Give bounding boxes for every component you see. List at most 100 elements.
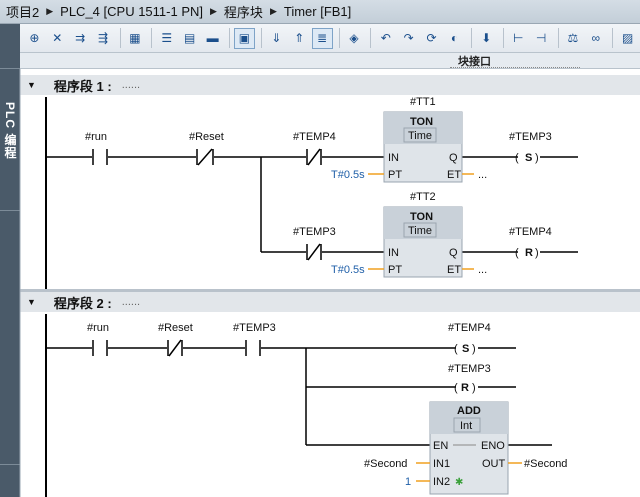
pin-eno: ENO — [481, 440, 505, 452]
svg-text:): ) — [535, 247, 539, 259]
branch-open-icon[interactable]: ⊢ — [512, 31, 524, 45]
contact-temp3-nc[interactable]: #TEMP3 — [293, 226, 336, 261]
coil-set-temp3[interactable]: #TEMP3 ( S ) — [509, 131, 552, 164]
contact-reset-nc[interactable]: #Reset — [189, 131, 224, 166]
breadcrumb-program-blocks[interactable]: 程序块 — [223, 5, 263, 20]
network-2-comment[interactable]: ...... — [121, 296, 141, 308]
timer-subtype: Time — [408, 130, 432, 142]
pin-en: EN — [433, 440, 448, 452]
toolbar-separator — [470, 28, 472, 48]
block-interface-band[interactable]: 块接口 — [20, 53, 640, 69]
coil-reset-temp3[interactable]: #TEMP3 ( R ) — [448, 363, 491, 394]
network-divider — [20, 289, 640, 292]
timer-tt2[interactable]: #TT2 TON Time IN Q PT ET T#0.5s ... — [331, 191, 487, 278]
insert-row-icon[interactable]: ⇉ — [75, 31, 86, 45]
splitter-grip[interactable] — [450, 67, 580, 69]
contact-reset-nc[interactable]: #Reset — [158, 322, 193, 357]
contact-tag: #TEMP3 — [293, 226, 336, 238]
add-out-operand[interactable]: #Second — [524, 458, 567, 470]
et-operand[interactable]: ... — [478, 264, 487, 276]
glasses-icon[interactable]: ∞ — [591, 31, 601, 45]
toolbar-separator — [260, 28, 262, 48]
timer-preset-value[interactable]: T#0.5s — [331, 264, 365, 276]
goto-next-error-icon[interactable]: ↷ — [403, 31, 414, 45]
toolbar-separator — [370, 28, 372, 48]
pin-pt: PT — [388, 169, 402, 181]
plc-programming-side-tab[interactable]: PLC 编程 — [0, 24, 20, 497]
coil-set-temp4[interactable]: #TEMP4 ( S ) — [448, 322, 491, 355]
toolbar-separator — [612, 28, 614, 48]
add-row-icon[interactable]: ⇶ — [98, 31, 109, 45]
open-all-icon[interactable]: ⇓ — [271, 31, 282, 45]
svg-text:(: ( — [454, 382, 458, 394]
update-calls-icon[interactable]: ⟳ — [426, 31, 437, 45]
contact-run[interactable]: #run — [85, 131, 108, 165]
pin-in: IN — [388, 247, 399, 259]
tag-info-icon[interactable]: ◈ — [349, 31, 359, 45]
network-2-rung — [46, 347, 552, 446]
breadcrumb-separator-icon: ▶ — [46, 6, 54, 16]
timer-tt1[interactable]: #TT1 TON Time IN Q PT ET T#0.5s ... — [331, 96, 487, 183]
favorites-icon[interactable]: ▬ — [206, 31, 219, 45]
network-1-header[interactable]: ▼ 程序段 1 : ...... — [20, 75, 640, 95]
add-in1-operand[interactable]: #Second — [364, 458, 407, 470]
add-type: ADD — [457, 405, 481, 417]
breadcrumb-plc[interactable]: PLC_4 [CPU 1511-1 PN] — [60, 4, 203, 19]
navigation-icon[interactable]: ▨ — [622, 31, 634, 45]
toolbar-separator — [502, 28, 504, 48]
coil-type: R — [461, 382, 469, 394]
list-view-icon[interactable]: ≣ — [311, 27, 333, 49]
add-in2-operand[interactable]: 1 — [405, 476, 411, 488]
coil-tag: #TEMP4 — [509, 226, 552, 238]
side-tab-notch — [0, 210, 20, 211]
svg-text:(: ( — [454, 343, 458, 355]
compare-icon[interactable]: ⚖ — [567, 31, 579, 45]
breadcrumb: 项目2 ▶ PLC_4 [CPU 1511-1 PN] ▶ 程序块 ▶ Time… — [0, 0, 640, 24]
monitor-icon[interactable]: ◐ — [450, 31, 459, 45]
collapse-triangle-icon[interactable]: ▼ — [27, 297, 36, 307]
timer-preset-value[interactable]: T#0.5s — [331, 169, 365, 181]
pin-in2: IN2 — [433, 476, 450, 488]
network-2-header[interactable]: ▼ 程序段 2 : ...... — [20, 292, 640, 312]
pin-in1: IN1 — [433, 458, 450, 470]
timer-instance: #TT2 — [410, 191, 436, 203]
toolbar-separator — [338, 28, 340, 48]
block-call-icon[interactable]: ▦ — [129, 31, 141, 45]
network-1-rung — [46, 156, 578, 253]
comment-toggle-icon[interactable]: ▣ — [234, 27, 255, 49]
coil-tag: #TEMP4 — [448, 322, 491, 334]
delete-network-icon[interactable]: ✕ — [52, 31, 63, 45]
breadcrumb-separator-icon: ▶ — [210, 6, 217, 16]
block-interface-label: 块接口 — [458, 56, 491, 68]
breadcrumb-separator-icon: ▶ — [269, 6, 277, 16]
contact-temp3[interactable]: #TEMP3 — [233, 322, 276, 356]
toolbar-separator — [229, 28, 230, 48]
pin-et: ET — [447, 169, 461, 181]
insert-network-icon[interactable]: ⊕ — [29, 31, 40, 45]
goto-previous-error-icon[interactable]: ↶ — [380, 31, 391, 45]
close-all-icon[interactable]: ⇑ — [294, 31, 305, 45]
contact-tag: #run — [87, 322, 109, 334]
contact-temp4-nc[interactable]: #TEMP4 — [293, 131, 336, 166]
contact-run[interactable]: #run — [87, 322, 109, 356]
timer-subtype: Time — [408, 225, 432, 237]
editor-toolbar: ⊕ ✕ ⇉ ⇶ ▦ ☰ ▤ ▬ ▣ ⇓ ⇑ ≣ ◈ ↶ ↷ ⟳ ◐ ⬇ ⊢ ⊣ ⚖ ∞ ▨ — [20, 24, 640, 53]
branch-close-icon[interactable]: ⊣ — [535, 31, 547, 45]
network-comments-icon[interactable]: ▤ — [184, 31, 196, 45]
breadcrumb-block[interactable]: Timer [FB1] — [283, 4, 352, 19]
network-1-comment[interactable]: ...... — [121, 79, 141, 91]
et-operand[interactable]: ... — [478, 169, 487, 181]
network-1-title: 程序段 1 : — [53, 78, 112, 94]
add-instruction-box[interactable]: ADD Int EN ENO IN1 OUT IN2 ✱ #Second 1 #… — [364, 401, 567, 495]
download-icon[interactable]: ⬇ — [481, 31, 492, 45]
coil-tag: #TEMP3 — [448, 363, 491, 375]
toolbar-separator — [119, 28, 121, 48]
add-input-star-icon[interactable]: ✱ — [455, 477, 463, 488]
coil-reset-temp4[interactable]: #TEMP4 ( R ) — [509, 226, 552, 259]
collapse-triangle-icon[interactable]: ▼ — [27, 80, 36, 90]
absolute-operands-icon[interactable]: ☰ — [161, 31, 173, 45]
side-tab-notch — [0, 68, 20, 69]
breadcrumb-project[interactable]: 项目2 — [6, 5, 40, 20]
add-subtype: Int — [460, 420, 472, 432]
